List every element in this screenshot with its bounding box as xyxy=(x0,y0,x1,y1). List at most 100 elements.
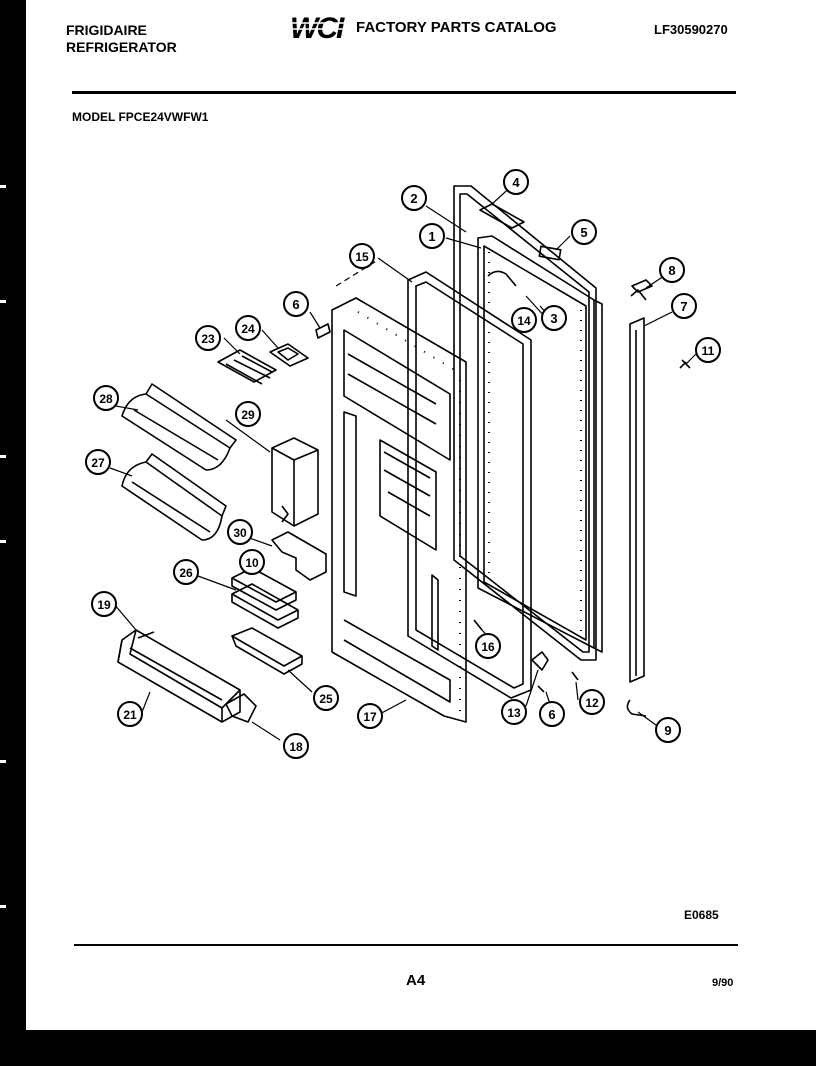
callout-label: 8 xyxy=(668,263,675,278)
part-27-lower-bin xyxy=(121,453,227,541)
callout-27: 27 xyxy=(85,449,111,475)
callout-10: 10 xyxy=(239,549,265,575)
part-6-screw-a xyxy=(315,323,331,339)
callout-6: 6 xyxy=(539,701,565,727)
model-number: MODEL FPCE24VWFW1 xyxy=(72,110,209,124)
scan-mark xyxy=(0,185,6,188)
scan-mark xyxy=(0,300,6,303)
callout-7: 7 xyxy=(671,293,697,319)
callout-26: 26 xyxy=(173,559,199,585)
print-date: 9/90 xyxy=(712,977,734,989)
callout-bubbles: 1234566789101112131415161718192123242526… xyxy=(85,169,721,759)
door-hinge-bar xyxy=(629,289,647,683)
callout-label: 25 xyxy=(319,692,333,706)
footer-rule xyxy=(74,944,738,946)
leader-lines xyxy=(109,181,697,741)
part-8-clip xyxy=(631,279,653,293)
callout-11: 11 xyxy=(695,337,721,363)
callout-3: 3 xyxy=(541,305,567,331)
part-6-screw-b xyxy=(537,685,545,693)
scan-mark xyxy=(0,905,6,908)
part-5-plug xyxy=(538,245,562,261)
callout-label: 21 xyxy=(123,708,137,722)
callout-label: 17 xyxy=(363,710,377,724)
inner-door-liner xyxy=(331,297,467,723)
callout-label: 7 xyxy=(680,299,687,314)
exploded-parts-diagram: 1234566789101112131415161718192123242526… xyxy=(85,169,721,759)
callout-5: 5 xyxy=(571,219,597,245)
part-12-screw xyxy=(571,671,579,681)
callout-label: 13 xyxy=(507,706,521,720)
header-rule xyxy=(72,91,736,94)
callout-label: 3 xyxy=(550,311,557,326)
callout-label: 24 xyxy=(241,322,255,336)
callout-15: 15 xyxy=(349,243,375,269)
callout-6: 6 xyxy=(283,291,309,317)
page-number: A4 xyxy=(406,972,426,989)
callout-25: 25 xyxy=(313,685,339,711)
callout-label: 15 xyxy=(355,250,369,264)
product-type: REFRIGERATOR xyxy=(66,39,177,55)
part-30-bracket xyxy=(271,531,327,581)
part-25-drip-tray xyxy=(231,627,303,675)
callout-29: 29 xyxy=(235,401,261,427)
scan-mark xyxy=(0,455,6,458)
callout-label: 19 xyxy=(97,598,111,612)
callout-14: 14 xyxy=(511,307,537,333)
callout-24: 24 xyxy=(235,315,261,341)
callout-12: 12 xyxy=(579,689,605,715)
callout-label: 1 xyxy=(428,229,435,244)
callout-13: 13 xyxy=(501,699,527,725)
callout-label: 14 xyxy=(517,314,531,328)
callout-28: 28 xyxy=(93,385,119,411)
callout-23: 23 xyxy=(195,325,221,351)
callout-label: 9 xyxy=(664,723,671,738)
callout-label: 11 xyxy=(702,344,715,358)
callout-label: 12 xyxy=(585,696,599,710)
callout-21: 21 xyxy=(117,701,143,727)
part-26-tray xyxy=(231,583,299,629)
callout-17: 17 xyxy=(357,703,383,729)
callout-2: 2 xyxy=(401,185,427,211)
callout-4: 4 xyxy=(503,169,529,195)
callout-label: 28 xyxy=(99,392,113,406)
part-24-dispenser-housing xyxy=(271,437,319,527)
wci-logo-text: WCI xyxy=(290,12,345,42)
callout-30: 30 xyxy=(227,519,253,545)
callout-label: 5 xyxy=(580,225,587,240)
catalog-title: FACTORY PARTS CATALOG xyxy=(356,19,557,36)
catalog-page: FRIGIDAIRE REFRIGERATOR WCI FACTORY PART… xyxy=(26,0,816,1030)
callout-18: 18 xyxy=(283,733,309,759)
part-14-handle-trim xyxy=(487,270,517,287)
callout-9: 9 xyxy=(655,717,681,743)
outer-door-panel xyxy=(477,235,603,653)
callout-label: 6 xyxy=(292,297,299,312)
callout-8: 8 xyxy=(659,257,685,283)
callout-label: 23 xyxy=(201,332,215,346)
part-16-fastener xyxy=(473,619,483,631)
callout-19: 19 xyxy=(91,591,117,617)
callout-label: 4 xyxy=(512,175,520,190)
callout-1: 1 xyxy=(419,223,445,249)
callout-label: 26 xyxy=(179,566,193,580)
part-23-rack xyxy=(217,349,277,385)
scan-mark xyxy=(0,760,6,763)
part-29-grille xyxy=(269,343,309,367)
callout-label: 6 xyxy=(548,707,555,722)
callout-label: 29 xyxy=(241,408,255,422)
part-4-cap xyxy=(479,203,525,229)
brand-block: FRIGIDAIRE REFRIGERATOR xyxy=(66,22,177,56)
callout-label: 16 xyxy=(481,640,495,654)
part-28-upper-bin xyxy=(121,383,237,471)
scan-mark xyxy=(0,540,6,543)
liner-gasket xyxy=(407,271,532,699)
callout-label: 27 xyxy=(91,456,105,470)
part-13-hinge-pin xyxy=(531,651,549,671)
part-9-bracket xyxy=(626,699,647,717)
brand-name: FRIGIDAIRE xyxy=(66,22,147,38)
part-18-bin-bracket xyxy=(225,693,257,723)
callout-label: 30 xyxy=(233,526,247,540)
diagram-code: E0685 xyxy=(684,908,719,922)
callout-16: 16 xyxy=(475,633,501,659)
callout-label: 18 xyxy=(289,740,303,754)
